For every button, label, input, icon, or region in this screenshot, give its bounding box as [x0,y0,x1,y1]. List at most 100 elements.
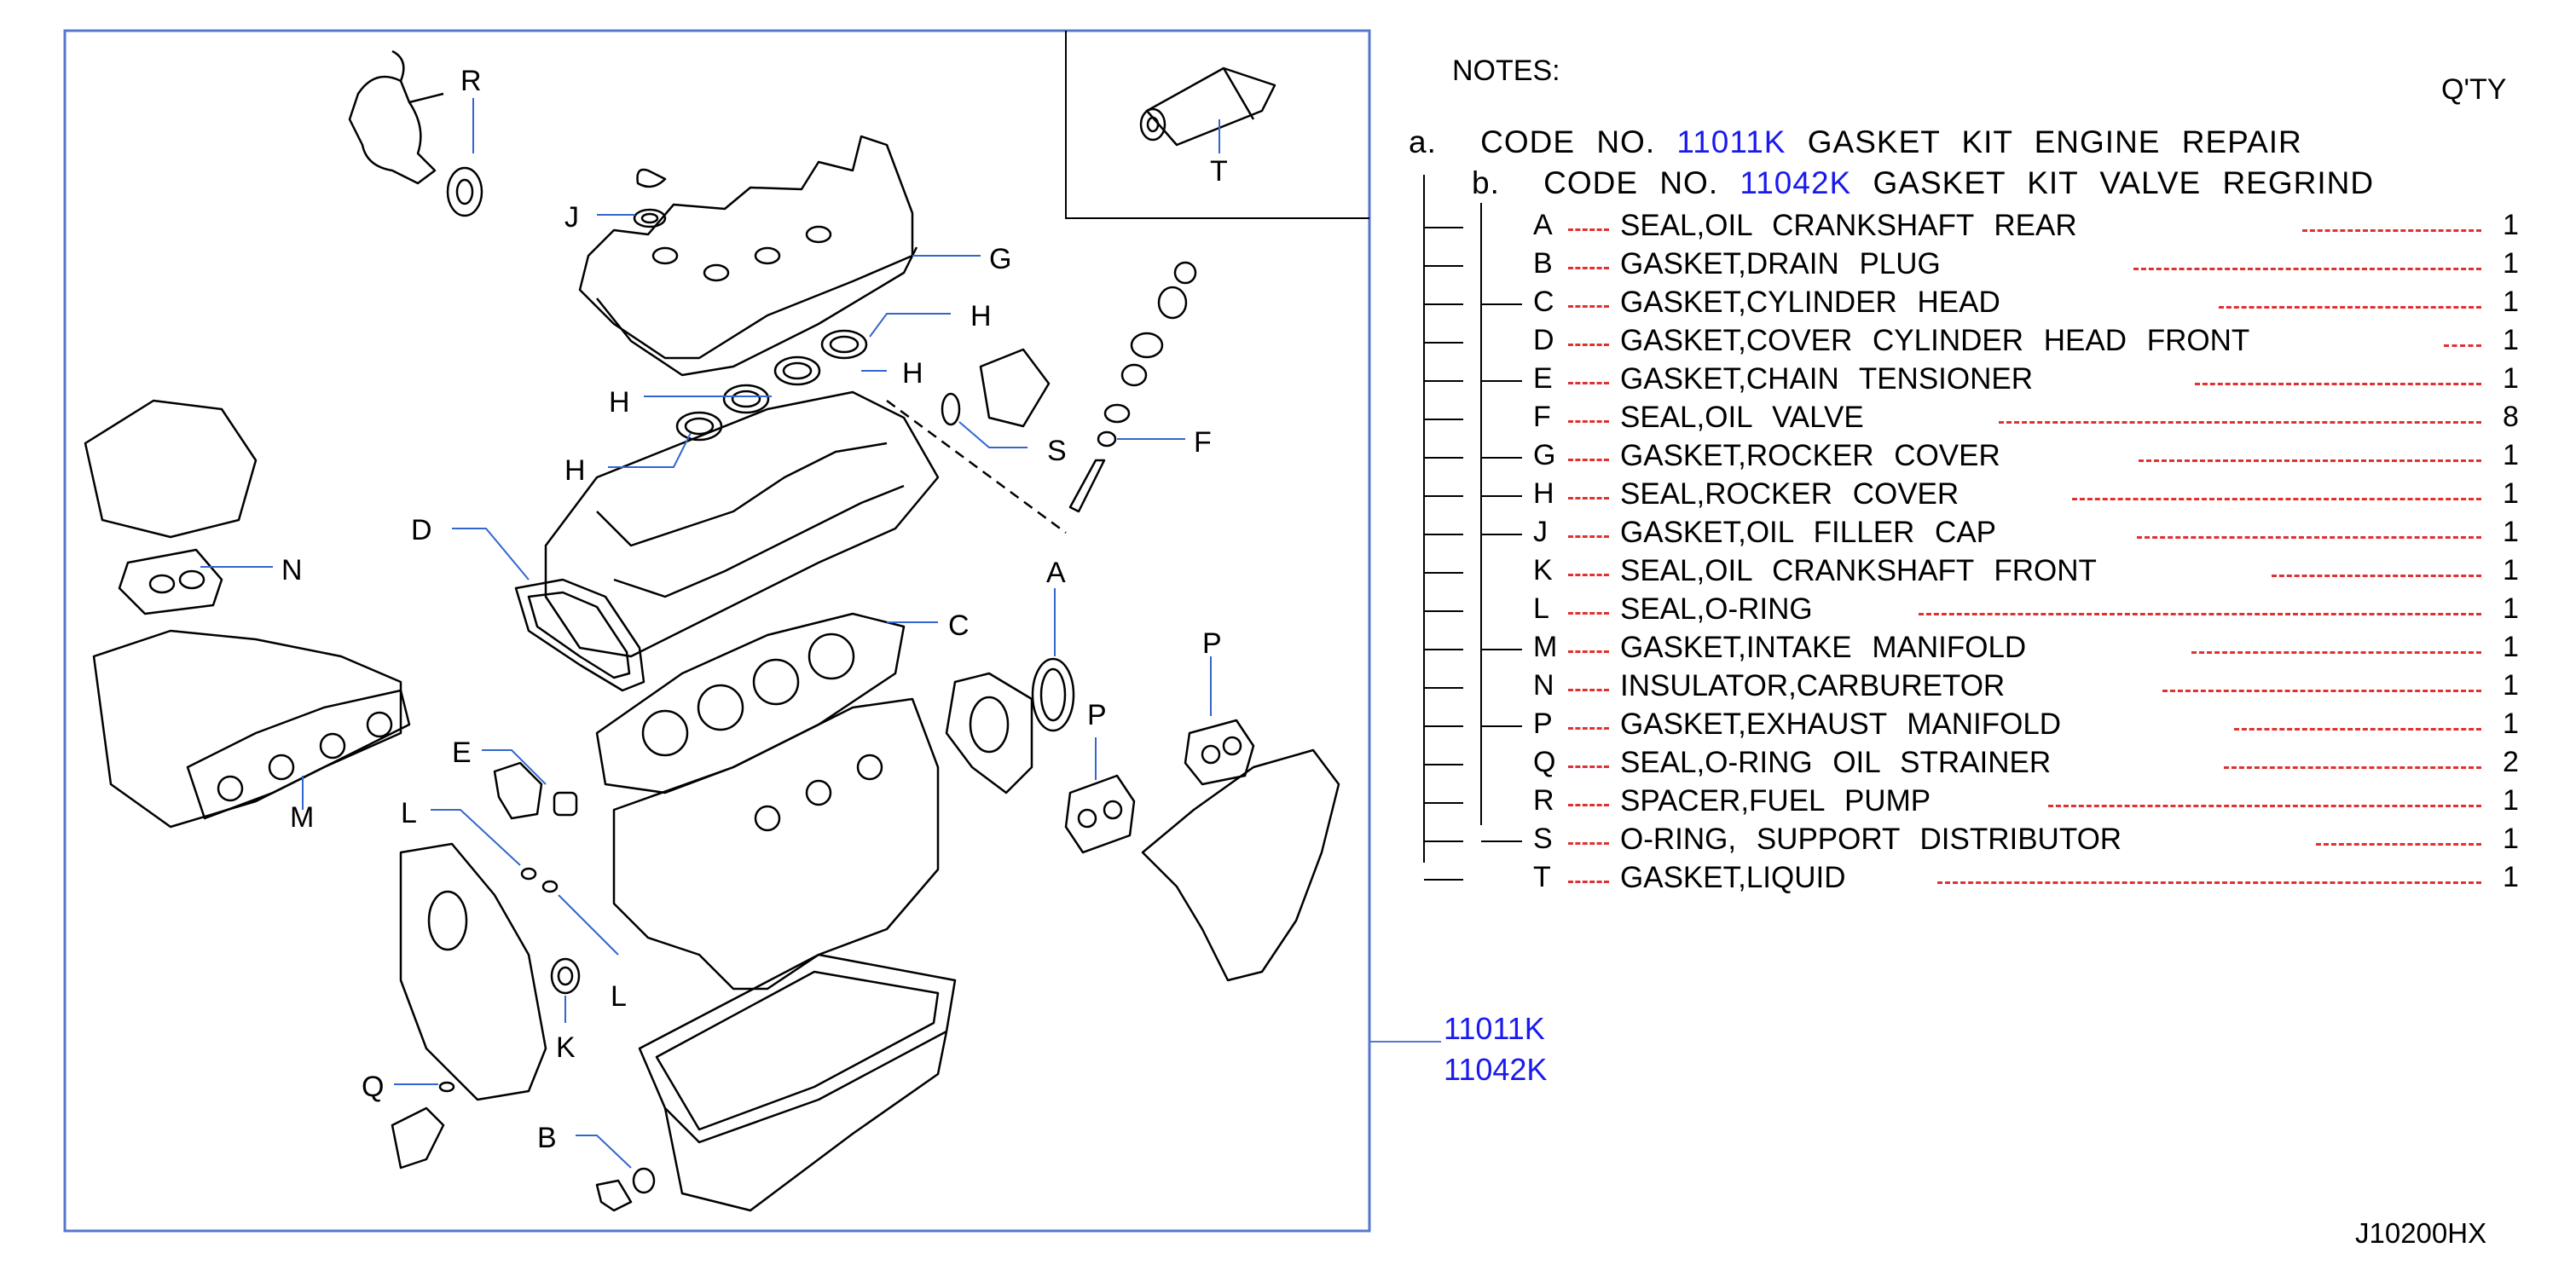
part-dash [1568,574,1609,576]
qty-leader [2444,344,2481,347]
chain-tensioner-gasket [493,761,578,820]
part-quantity: 1 [2503,592,2519,625]
kit-link-11042K[interactable]: 11042K [1444,1052,1548,1087]
distributor-oring [941,348,1051,428]
callout-N: N [281,554,303,586]
callout-A: A [1046,557,1066,589]
callout-P-2: P [1087,699,1107,731]
kit-b-code[interactable]: 11042K [1740,165,1852,200]
part-letter: N [1533,669,1554,702]
part-dash [1568,804,1609,806]
qty-leader [2162,690,2481,692]
qty-leader [2139,459,2481,462]
callout-L-1: L [401,797,417,829]
liquid-gasket-tube [1139,66,1276,147]
leader-S [958,421,1028,448]
part-quantity: 1 [2503,631,2519,663]
leader-L1 [431,809,521,866]
front-cover-illustration [391,842,581,1170]
rocker-cover-illustration [578,135,918,377]
head-cover-gasket [514,578,645,692]
diagram-id: J10200HX [2355,1217,2487,1249]
head-gasket [595,612,906,794]
kit-a-desc: GASKET KIT ENGINE REPAIR [1807,124,2302,159]
callout-B: B [537,1122,557,1154]
part-description: INSULATOR,CARBURETOR [1620,669,2006,702]
part-dash [1568,689,1609,691]
part-dash [1568,727,1609,730]
part-description: SEAL,OIL CRANKSHAFT REAR [1620,209,2077,242]
part-dash [1568,228,1609,231]
qty-leader [2072,498,2481,500]
part-description: SEAL,OIL CRANKSHAFT FRONT [1620,554,2097,587]
part-quantity: 1 [2503,708,2519,740]
part-quantity: 1 [2503,324,2519,356]
part-dash [1568,420,1609,423]
leader-L2 [558,894,619,956]
part-row-p: P GASKET,EXHAUST MANIFOLD 1 [1422,708,2531,745]
part-dash [1568,382,1609,384]
part-dash [1568,765,1609,768]
part-letter: P [1533,708,1553,740]
leader-H1 [869,313,951,338]
part-quantity: 1 [2503,823,2519,855]
kit-b-desc: GASKET KIT VALVE REGRIND [1873,165,2375,200]
kit-a-row: a. CODE NO. 11011K GASKET KIT ENGINE REP… [1409,124,2302,160]
part-description: GASKET,OIL FILLER CAP [1620,516,1997,549]
inset-box-T [1065,31,1369,219]
qty-leader [2195,383,2481,385]
kit-a-prefix: a. [1409,124,1437,159]
part-dash [1568,344,1609,346]
part-dash [1568,842,1609,845]
part-letter: K [1533,554,1553,586]
callout-L-2: L [611,980,627,1013]
part-description: SEAL,O-RING OIL STRAINER [1620,746,2052,779]
kit-a-label: CODE NO. [1480,124,1656,159]
part-letter: C [1533,286,1554,318]
leader-H4 [608,432,692,468]
callout-Q: Q [362,1071,385,1103]
qty-leader [2234,728,2481,731]
part-letter: R [1533,784,1554,817]
part-dash [1568,497,1609,500]
callout-P-1: P [1202,627,1222,660]
callout-H-4: H [564,454,586,487]
part-letter: D [1533,324,1554,356]
exhaust-manifold-illustration [1064,719,1340,982]
part-quantity: 1 [2503,362,2519,395]
part-letter: B [1533,247,1553,280]
part-dash [1568,881,1609,883]
parts-tree-lines [1423,175,1522,881]
fuel-pump-illustration [348,49,483,217]
kit-b-row: b. CODE NO. 11042K GASKET KIT VALVE REGR… [1472,165,2374,201]
valve-seal-stack [1068,261,1197,513]
qty-leader [1937,881,2481,884]
kit-a-code[interactable]: 11011K [1676,124,1786,159]
part-dash [1568,612,1609,615]
part-description: SPACER,FUEL PUMP [1620,784,1931,817]
part-letter: E [1533,362,1553,395]
part-description: GASKET,EXHAUST MANIFOLD [1620,708,2062,741]
diagram-frame [63,29,1371,1233]
callout-C: C [948,609,970,642]
part-letter: G [1533,439,1556,471]
part-letter: M [1533,631,1558,663]
callout-S: S [1047,435,1067,467]
engine-block-illustration [612,697,940,991]
oil-pan-illustration [595,953,957,1212]
qty-leader [2272,575,2481,577]
qty-leader [2191,651,2481,654]
kit-b-label: CODE NO. [1543,165,1719,200]
qty-leader [1919,613,2481,615]
kit-link-11011K[interactable]: 11011K [1444,1011,1545,1046]
